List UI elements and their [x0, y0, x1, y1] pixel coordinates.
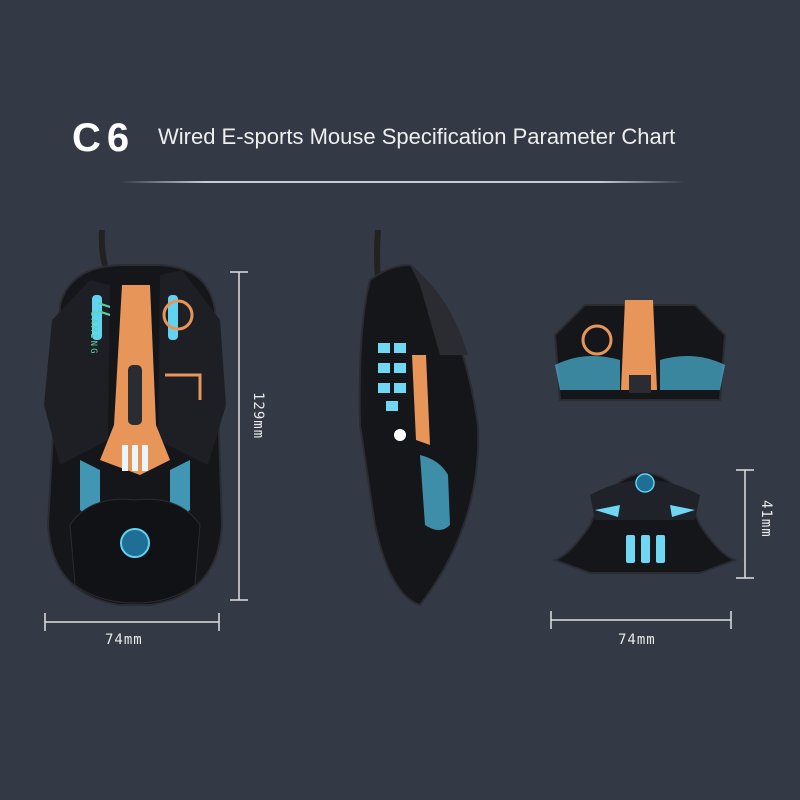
width-label: 74mm [105, 632, 143, 648]
front-width-label: 74mm [618, 632, 656, 648]
top-view: GAMING [30, 225, 260, 625]
width-dimension-line [44, 612, 220, 632]
mouse-front-illustration [551, 471, 739, 574]
length-label: 129mm [250, 392, 266, 440]
length-dimension-line [229, 271, 249, 601]
chart-title: Wired E-sports Mouse Specification Param… [158, 124, 676, 149]
side-view [350, 225, 490, 610]
title-row: C6 Wired E-sports Mouse Specification Pa… [0, 112, 800, 168]
back-view [545, 290, 735, 415]
mouse-top-illustration [44, 229, 226, 606]
height-label: 41mm [758, 500, 774, 538]
title-divider [120, 181, 685, 183]
gaming-grip-text: GAMING [88, 311, 98, 356]
mouse-side-illustration [358, 229, 480, 607]
front-width-dimension-line [550, 610, 732, 630]
front-view [550, 465, 740, 577]
mouse-back-illustration [553, 300, 727, 401]
height-dimension-line [735, 469, 755, 579]
model-name: C6 [72, 116, 136, 160]
